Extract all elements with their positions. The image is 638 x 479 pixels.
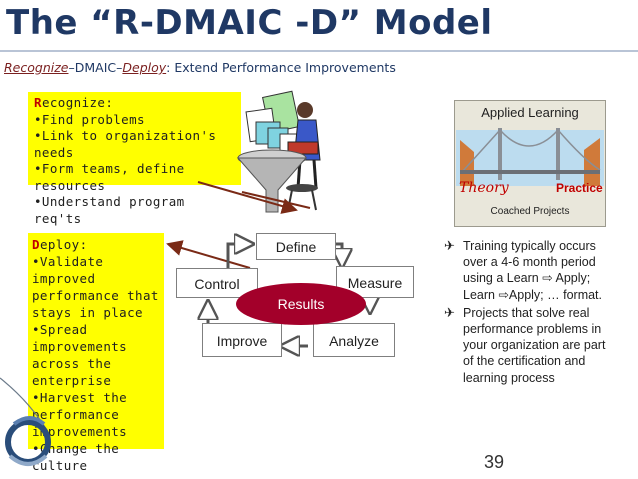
funnel-icon <box>236 149 308 213</box>
deploy-item: •Validate improved performance that stay… <box>32 254 167 320</box>
recognize-box: Recognize: •Find problems •Link to organ… <box>28 92 241 226</box>
deploy-box: Deploy: •Validate improved performance t… <box>28 233 167 473</box>
bridge-icon <box>456 128 604 186</box>
applied-learning-title: Applied Learning <box>481 105 579 120</box>
practice-label: Practice <box>556 181 603 195</box>
recognize-arrow <box>197 181 298 214</box>
deploy-item: •Harvest the performance improvements <box>32 390 136 439</box>
improve-box: Improve <box>202 323 282 357</box>
subtitle-rest: : Extend Performance Improvements <box>166 60 396 75</box>
deploy-item: •Spread improvements across the enterpri… <box>32 322 136 388</box>
airplane-icon: ✈ <box>444 238 455 253</box>
bullet-text: Projects that solve real performance pro… <box>463 305 606 385</box>
airplane-icon: ✈ <box>444 304 455 320</box>
results-ellipse: Results <box>236 283 366 325</box>
recognize-heading-initial: R <box>34 95 42 110</box>
analyze-box: Analyze <box>313 323 395 357</box>
recognize-item: •Link to organization's needs <box>34 128 225 160</box>
bullet-list: ✈ Training typically occurs over a 4-6 mo… <box>444 238 619 388</box>
recognize-item: •Form teams, define resources <box>34 161 193 193</box>
recognize-item: •Find problems <box>34 111 145 127</box>
bullet-item: ✈ Training typically occurs over a 4-6 mo… <box>444 238 619 303</box>
funnel-illustration <box>236 90 321 213</box>
slide-title: The “R-DMAIC -D” Model <box>6 3 493 43</box>
theory-label: Theory <box>459 180 509 196</box>
title-divider <box>0 50 638 52</box>
recognize-heading: Recognize: <box>34 95 235 112</box>
bullet-text: Training typically occurs over a 4-6 mon… <box>463 239 603 302</box>
recognize-item: •Understand program req'ts <box>34 194 193 226</box>
deploy-heading: Deploy: <box>32 236 160 253</box>
define-box: Define <box>256 233 336 260</box>
bullet-item: ✈ Projects that solve real performance pr… <box>444 305 619 386</box>
subtitle-dmaic: –DMAIC– <box>68 60 123 75</box>
coached-projects-label: Coached Projects <box>490 206 570 217</box>
connector-arrow <box>241 191 311 209</box>
slide-subtitle: Recognize–DMAIC–Deploy: Extend Performan… <box>4 60 396 75</box>
person-icon <box>287 102 321 189</box>
page-number: 39 <box>484 452 505 472</box>
recognize-heading-rest: ecognize: <box>41 95 114 110</box>
deploy-arrow <box>166 240 251 269</box>
subtitle-recognize: Recognize <box>4 60 69 75</box>
logo-icon <box>0 377 51 466</box>
deploy-heading-rest: eploy: <box>39 237 88 252</box>
deploy-heading-initial: D <box>32 237 40 252</box>
subtitle-deploy: Deploy <box>122 60 167 75</box>
